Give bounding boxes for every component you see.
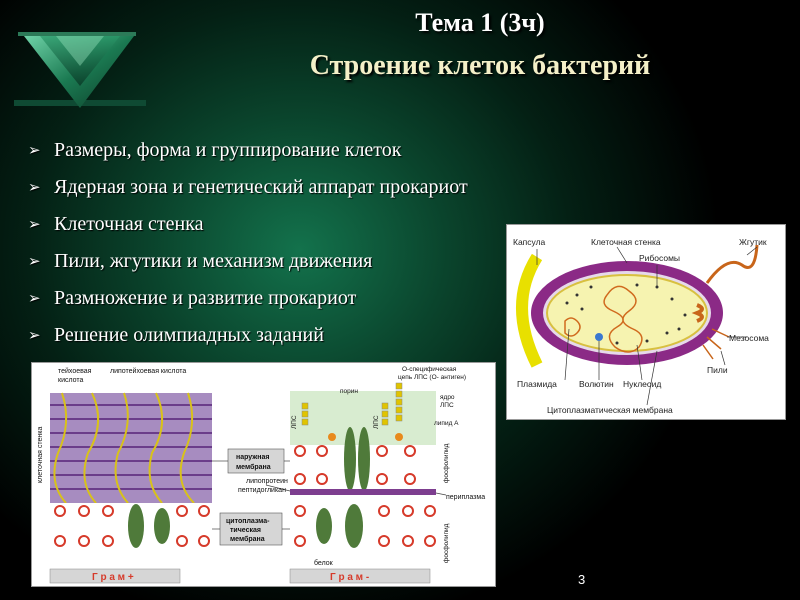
porin-label: порин [340, 388, 358, 395]
arrow-bullet-icon: ➢ [28, 217, 41, 233]
bullet-item: ➢ Размножение и развитие прокариот [28, 280, 498, 317]
cytoplasmic-membrane-label-3: мембрана [230, 535, 265, 543]
cell-wall-comparison-diagram: Г р а м + [31, 362, 496, 587]
lipoprotein-label: липопротеин [246, 478, 288, 485]
mesosome-label: Мезосома [729, 333, 769, 343]
bullet-text: Размножение и развитие прокариот [54, 287, 357, 309]
lps-label-1: ЛПС [291, 415, 298, 429]
arrow-bullet-icon: ➢ [28, 143, 41, 159]
core-label-2: ЛПС [440, 402, 454, 409]
cell-wall-vertical-label: клеточная стенка [37, 427, 44, 483]
o-specific-label-1: О-специфическая [402, 366, 457, 373]
o-specific-label-2: цепь ЛПС (О- антиген) [398, 374, 466, 381]
cell-wall-label: Клеточная стенка [591, 237, 661, 247]
flagellum-label: Жгутик [739, 237, 767, 247]
nucleoid-label: Нуклеоид [623, 379, 661, 389]
gram-negative-label-bar [289, 568, 431, 584]
ribosomes-shape [565, 283, 687, 345]
mesosome-shape [691, 303, 704, 323]
gram-negative-peptidoglycan [290, 489, 436, 495]
bullet-text: Решение олимпиадных заданий [54, 324, 324, 346]
bullet-item: ➢ Решение олимпиадных заданий [28, 317, 498, 354]
arrow-bullet-icon: ➢ [28, 291, 41, 307]
volutin-label: Волютин [579, 379, 614, 389]
protein-label: белок [314, 559, 334, 567]
phospholipid-label-1: фосфолипид [443, 443, 450, 483]
arrow-bullet-icon: ➢ [28, 328, 41, 344]
gram-negative-label: Г р а м - [330, 572, 369, 583]
bacterial-cell-illustration: Капсула Клеточная стенка Рибосомы Жгутик… [513, 237, 769, 415]
slide-title: Строение клеток бактерий [309, 50, 651, 81]
cytoplasmic-membrane-label-2: тическая [230, 527, 261, 534]
arrow-bullet-icon: ➢ [28, 180, 41, 196]
teichoic-acid-label-2: кислота [58, 377, 84, 384]
lipid-a-label: липид А [434, 420, 459, 427]
lps-label-2: ЛПС [373, 415, 380, 429]
leader-lines [536, 246, 758, 406]
bullet-text: Клеточная стенка [54, 213, 204, 235]
cytoplasmic-membrane-label-1: цитоплазма- [226, 518, 270, 525]
plasmid-shape [564, 317, 581, 337]
slide-title-topic: Тема 1 (3ч) [415, 8, 545, 37]
bullet-text: Пили, жгутики и механизм движения [54, 250, 373, 272]
lps-chains [301, 382, 403, 426]
bullet-text: Ядерная зона и генетический аппарат прок… [54, 176, 468, 198]
outer-membrane-label-1: наружная [236, 454, 269, 461]
gram-negative-inner-membrane [294, 504, 436, 548]
bullet-item: ➢ Размеры, форма и группирование клеток [28, 132, 498, 169]
bullet-text: Размеры, форма и группирование клеток [54, 139, 402, 161]
pili-label: Пили [707, 365, 728, 375]
capsule-label: Капсула [513, 237, 546, 247]
plasmid-label: Плазмида [517, 379, 557, 389]
lipid-a-shapes [328, 433, 403, 441]
cytoplasmic-membrane-box [219, 512, 283, 546]
nucleoid-shape [603, 285, 643, 353]
lipoteichoic-acid-label: липотейхоевая кислота [110, 367, 186, 375]
bullet-item: ➢ Пили, жгутики и механизм движения [28, 243, 498, 280]
gram-positive-membrane [50, 503, 212, 548]
connector-lines [212, 460, 447, 530]
peptidoglycan-label: пептидогликан [238, 487, 286, 494]
cytoplasmic-membrane-label: Цитоплазматическая мембрана [547, 405, 673, 415]
ribosomes-label: Рибосомы [639, 253, 680, 263]
outer-membrane-label-2: мембрана [236, 463, 271, 471]
teichoic-acid-label-1: тейхоевая [58, 367, 92, 375]
teichoic-acid-strands [53, 392, 195, 504]
bullet-item: ➢ Клеточная стенка [28, 206, 498, 243]
peptidoglycan-strands [50, 404, 212, 490]
periplasm-label: периплазма [446, 494, 485, 501]
capsule-shape [516, 253, 543, 368]
phospholipid-label-2: фосфолипид [443, 523, 450, 563]
bullet-item: ➢ Ядерная зона и генетический аппарат про… [28, 169, 498, 206]
outer-membrane-box [227, 448, 285, 474]
core-label-1: ядро [440, 394, 455, 401]
protein-shape [345, 504, 363, 548]
arrow-bullet-icon: ➢ [28, 254, 41, 270]
bullet-list: ➢ Размеры, форма и группирование клеток ➢… [28, 132, 498, 354]
gram-negative-outer-membrane [294, 427, 416, 491]
gram-positive-label-bar [49, 568, 181, 584]
gram-positive-label: Г р а м + [92, 572, 134, 583]
page-number: 3 [578, 572, 586, 587]
cell-wall-illustration: Г р а м + [37, 366, 485, 584]
porin-shape [344, 427, 356, 491]
bacterial-cell-diagram: Капсула Клеточная стенка Рибосомы Жгутик… [506, 224, 786, 420]
volutin-shape [595, 333, 603, 341]
emerald-triangle-logo-icon [14, 32, 146, 108]
pili-shape [702, 328, 730, 360]
flagellum-shape [705, 244, 759, 284]
